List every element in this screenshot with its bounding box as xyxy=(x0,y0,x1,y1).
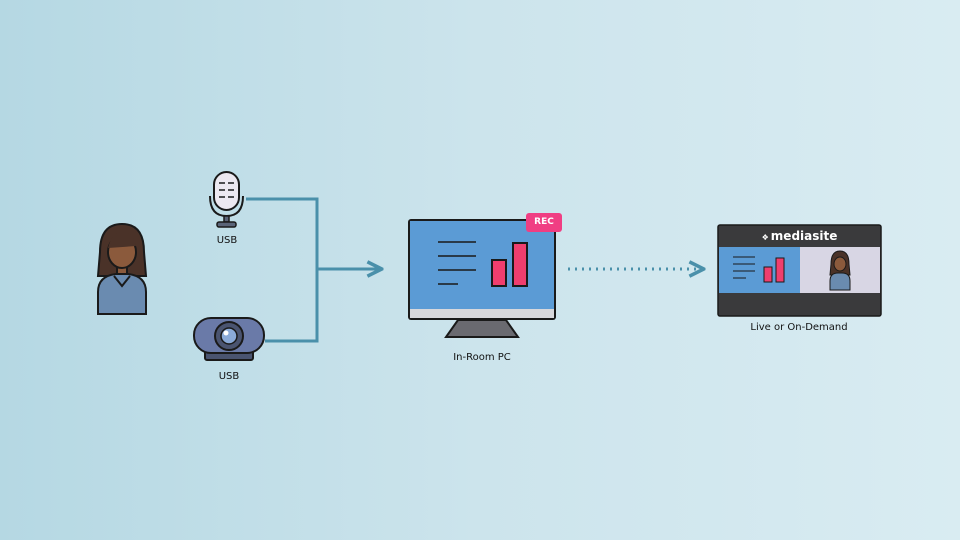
webcam-icon xyxy=(193,317,265,361)
mediasite-logo: ❖mediasite xyxy=(719,226,880,246)
pc-label: In-Room PC xyxy=(453,352,511,363)
rec-badge: REC xyxy=(526,213,562,232)
usb-connector-lines xyxy=(246,197,380,343)
mediasite-player xyxy=(717,224,882,317)
player-presenter-icon xyxy=(829,250,851,291)
monitor-slide-content xyxy=(438,241,528,287)
mediasite-brand-text: mediasite xyxy=(770,229,838,243)
webcam-label: USB xyxy=(218,371,240,382)
presenter-icon xyxy=(96,222,148,315)
player-slide-content xyxy=(733,256,785,283)
mediasite-logo-mark-icon: ❖ xyxy=(761,233,769,242)
microphone-icon xyxy=(209,171,244,228)
player-label: Live or On-Demand xyxy=(750,322,848,333)
microphone-label: USB xyxy=(216,235,238,246)
monitor-icon xyxy=(408,219,556,338)
